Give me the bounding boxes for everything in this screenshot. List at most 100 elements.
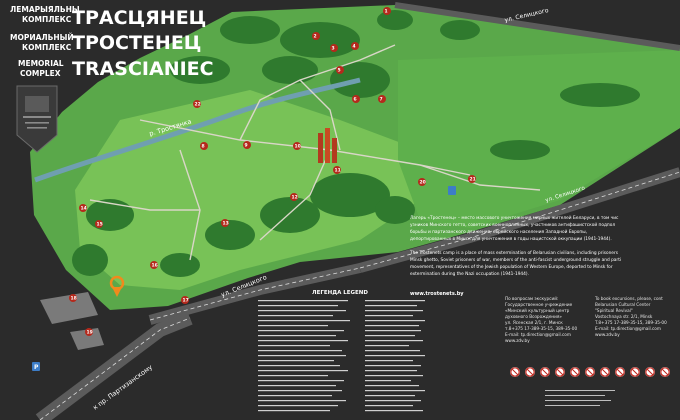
info-ru: Лагерь «Тростенец» – место массового уни…: [410, 214, 619, 242]
info-ru-line: борьбы и партизанского движения, еврейск…: [410, 228, 587, 235]
contact-line: духовного Возрождения»: [505, 314, 562, 319]
svg-text:20: 20: [420, 180, 426, 186]
marker: 13: [221, 219, 229, 227]
contact-line: To book excursions, please, cont: [594, 296, 663, 301]
svg-text:17: 17: [183, 298, 189, 304]
you-are-here-pin-icon: [109, 275, 125, 297]
publisher-lines: [545, 390, 615, 406]
no-drone-icon: [660, 367, 670, 377]
legend-title: ЛЕГЕНДА LEGEND: [312, 290, 368, 296]
contact-line: "Spiritual Revival": [595, 308, 633, 313]
svg-text:7: 7: [380, 97, 383, 103]
contact-line: E-mail: tp.direction@gmail.com: [505, 332, 571, 337]
svg-text:11: 11: [335, 168, 341, 174]
no-dogs-icon: [525, 367, 535, 377]
info-ru-line: депортированных в Минск для уничтожения …: [410, 235, 612, 242]
parking-icon-label: P: [34, 364, 39, 371]
road-lines: [39, 171, 680, 420]
markers: 1 2 3 4 5 6 7 8 9 10 11 12 13 14 15 16 1…: [69, 7, 476, 336]
contact-line: «Минский культурный центр: [505, 308, 570, 313]
marker: 19: [85, 328, 93, 336]
info-ru-line: узников Минского гетто, советских военно…: [410, 221, 615, 228]
svg-text:8: 8: [202, 144, 205, 150]
contact-line: www.zdv.by: [595, 332, 620, 337]
rules-icons: [510, 367, 670, 377]
memorial-emblem-icon: [16, 85, 58, 153]
info-en-line: Minsk ghetto, Soviet prisoners of war, m…: [410, 257, 621, 263]
website-link[interactable]: www.trostenets.by: [410, 291, 464, 297]
marker: 17: [181, 296, 189, 304]
river: [34, 77, 361, 183]
svg-text:6: 6: [354, 97, 357, 103]
marker: 5: [336, 66, 344, 74]
contact-line: www.zdv.by: [505, 338, 530, 343]
svg-text:21: 21: [470, 177, 476, 183]
legend-list: [258, 300, 425, 412]
contact-line: т.8+375 17-389-35-15, 389-35-00: [505, 326, 577, 331]
contact-line: Vostochnaya str. 2/1, Minsk: [595, 314, 653, 319]
svg-text:10: 10: [295, 144, 301, 150]
visitor-building: [40, 292, 104, 350]
no-smoking-icon: [510, 367, 520, 377]
park-paths: [89, 44, 541, 261]
contact-line: По вопросам экскурсий:: [505, 296, 558, 301]
contact-line: E-mail: tp.direction@gmail.com: [595, 326, 661, 331]
info-ru-line: Лагерь «Тростенец» – место массового уни…: [410, 214, 619, 221]
label-be-line2: КОМПЛЕКС: [22, 15, 72, 24]
info-en-line: extermination during the Nazi occupation…: [410, 271, 529, 277]
contact-line: T.8+375 17-389-35-15, 389-35-00: [594, 320, 667, 325]
marker: 10: [293, 142, 301, 150]
svg-text:13: 13: [223, 221, 229, 227]
marker: 20: [418, 178, 426, 186]
info-en-line: The Trostenets camp is a place of mass e…: [409, 250, 619, 256]
no-alcohol-icon: [645, 367, 655, 377]
no-bicycles-icon: [540, 367, 550, 377]
svg-text:2: 2: [314, 34, 317, 40]
marker: 6: [352, 95, 360, 103]
title-be: ТРАСЦЯНЕЦ: [72, 7, 206, 29]
svg-text:16: 16: [152, 263, 158, 269]
marker: 2: [312, 32, 320, 40]
marker: 14: [79, 204, 87, 212]
marker: 4: [351, 42, 359, 50]
svg-text:22: 22: [195, 102, 201, 108]
no-picnic-icon: [585, 367, 595, 377]
svg-text:4: 4: [353, 44, 356, 50]
monument: [318, 128, 337, 163]
svg-text:14: 14: [81, 206, 87, 212]
label-ru-line1: МОРИАЛЬНЫЙ: [10, 33, 74, 42]
label-ru-line2: КОМПЛЕКС: [22, 43, 72, 52]
svg-text:12: 12: [292, 195, 298, 201]
no-skateboard-icon: [630, 367, 640, 377]
contact-en: To book excursions, please, cont Belarus…: [594, 296, 667, 337]
label-be-line1: ЛЕМАРЫЯЛЬНЫ: [10, 5, 80, 14]
no-litter-icon: [615, 367, 625, 377]
marker: 15: [95, 220, 103, 228]
marker: 12: [290, 193, 298, 201]
marker: 11: [333, 166, 341, 174]
no-fire-icon: [555, 367, 565, 377]
marker: 22: [193, 100, 201, 108]
marker: 1: [383, 7, 391, 15]
svg-text:5: 5: [338, 68, 341, 74]
marker: 7: [378, 95, 386, 103]
marker: 8: [200, 142, 208, 150]
contact-ru: По вопросам экскурсий: Государственное у…: [505, 296, 577, 343]
marker: 3: [330, 44, 338, 52]
info-en: The Trostenets camp is a place of mass e…: [409, 250, 621, 277]
marker: 18: [69, 294, 77, 302]
contact-line: ул. Ясенская 2/1, г. Минск: [505, 320, 563, 325]
title-en: TRASCIANIEC: [72, 58, 214, 80]
contact-line: Государственное учреждение: [505, 302, 573, 307]
no-vehicles-icon: [600, 367, 610, 377]
svg-text:18: 18: [71, 296, 77, 302]
parking-icon: [32, 362, 40, 371]
marker: 16: [150, 261, 158, 269]
contact-line: Belarusian Cultural Center: [595, 302, 651, 307]
marker: 21: [468, 175, 476, 183]
info-en-line: movement, representatives of the Jewish …: [410, 264, 613, 270]
svg-text:1: 1: [385, 9, 388, 15]
marker: 9: [243, 141, 251, 149]
title-ru: ТРОСТЕНЕЦ: [72, 32, 201, 54]
